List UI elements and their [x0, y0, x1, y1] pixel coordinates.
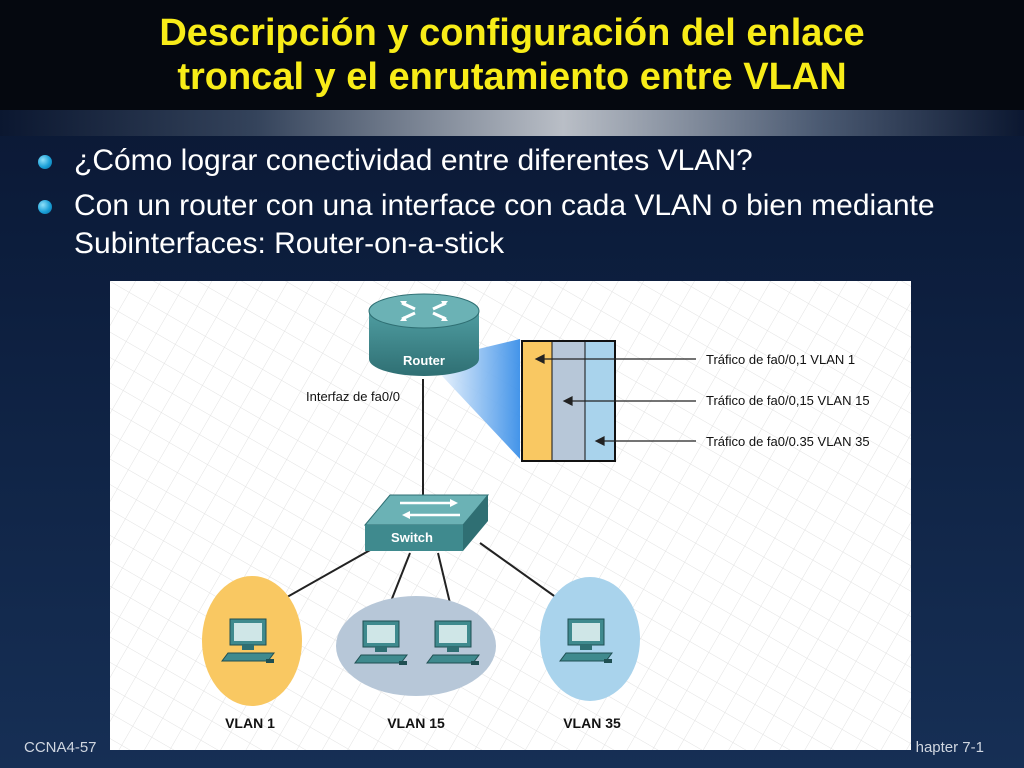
title-bar: Descripción y configuración del enlace t… [0, 0, 1024, 110]
footer-chapter: hapter 7-1 [915, 739, 984, 756]
router-label: Router [403, 353, 445, 368]
bullet-text: Con un router con una interface con cada… [74, 189, 935, 260]
footer-course-code: CCNA4-57 [24, 739, 97, 756]
slide-title-line-1: Descripción y configuración del enlace [159, 12, 865, 54]
network-diagram: Router Interfaz de fa0/0 Tráfico de fa0/… [110, 281, 911, 750]
pc-icon [354, 620, 408, 665]
traffic-arrows [534, 354, 696, 446]
traffic-label-vlan15: Tráfico de fa0/0,15 VLAN 15 [706, 393, 870, 408]
pc-icon [221, 618, 275, 663]
interface-label: Interfaz de fa0/0 [306, 389, 400, 404]
vlan1-label: VLAN 1 [225, 715, 275, 731]
switch-icon [363, 494, 490, 551]
pc-icon [426, 620, 480, 665]
traffic-label-vlan35: Tráfico de fa0/0.35 VLAN 35 [706, 434, 870, 449]
traffic-label-vlan1: Tráfico de fa0/0,1 VLAN 1 [706, 352, 855, 367]
bullet-icon [38, 200, 52, 214]
bullet-item: Con un router con una interface con cada… [30, 187, 990, 263]
slide-title-line-2: troncal y el enrutamiento entre VLAN [177, 56, 847, 98]
bullet-item: ¿Cómo lograr conectividad entre diferent… [30, 142, 990, 180]
bullet-text: ¿Cómo lograr conectividad entre diferent… [74, 144, 753, 177]
bullet-icon [38, 155, 52, 169]
vlan35-label: VLAN 35 [563, 715, 621, 731]
title-divider [0, 110, 1024, 136]
switch-label: Switch [391, 530, 433, 545]
bullet-list: ¿Cómo lograr conectividad entre diferent… [30, 142, 990, 270]
vlan15-label: VLAN 15 [387, 715, 445, 731]
router-icon [368, 293, 480, 376]
pc-icon [559, 618, 613, 663]
vlan15-zone [336, 596, 496, 696]
